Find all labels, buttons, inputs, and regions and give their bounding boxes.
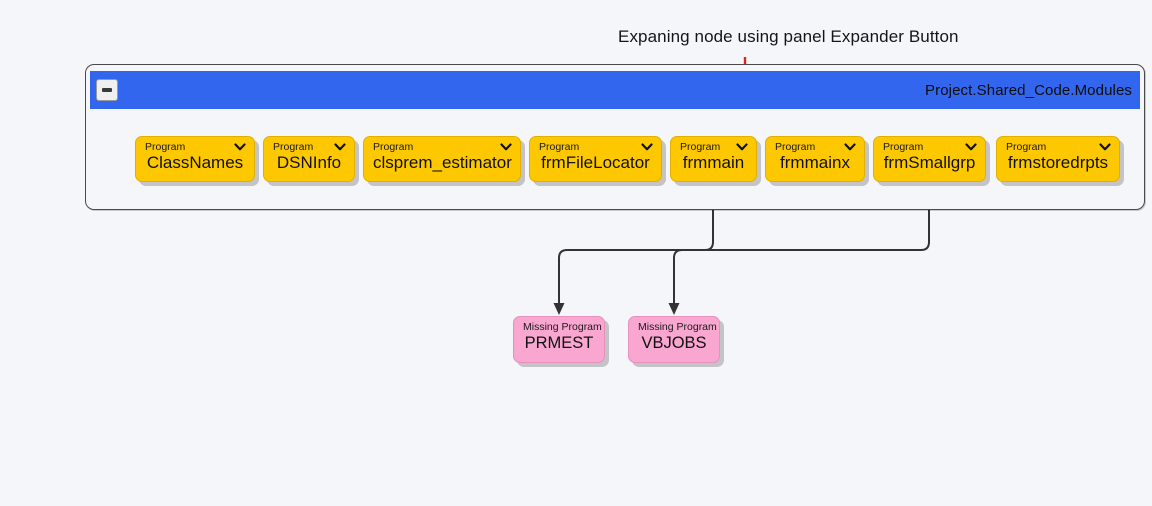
node-type-label: Program [1006, 141, 1047, 153]
node-name-label: frmmain [682, 153, 745, 172]
chevron-down-icon[interactable] [234, 141, 246, 153]
annotation-label: Expaning node using panel Expander Butto… [618, 27, 959, 46]
chevron-down-icon[interactable] [844, 141, 856, 153]
node-type-label: Program [273, 141, 314, 153]
node-type-label: Program [883, 141, 924, 153]
minus-icon [102, 88, 112, 92]
node-name-label: frmmainx [780, 153, 850, 172]
node-type-label: Program [373, 141, 414, 153]
node-type-label: Missing Program [523, 321, 602, 333]
chevron-down-icon[interactable] [965, 141, 977, 153]
chevron-down-icon[interactable] [334, 141, 346, 153]
node-name-label: DSNInfo [276, 153, 342, 172]
node-type-label: Program [775, 141, 816, 153]
panel-title: Project.Shared_Code.Modules [925, 81, 1132, 99]
node-name-label: frmstoredrpts [1007, 153, 1109, 172]
panel-header: Project.Shared_Code.Modules [90, 71, 1140, 109]
chevron-down-icon[interactable] [736, 141, 748, 153]
node-type-label: Missing Program [638, 321, 717, 333]
chevron-down-icon[interactable] [641, 141, 653, 153]
arrowhead-VBJOBS [668, 303, 680, 315]
node-type-label: Program [680, 141, 721, 153]
node-name-label: frmSmallgrp [883, 153, 976, 172]
node-type-label: Program [539, 141, 580, 153]
panel-expander-button[interactable] [96, 79, 118, 101]
arrowhead-PRMEST [553, 303, 565, 315]
node-name-label: VBJOBS [641, 334, 707, 352]
node-name-label: frmFileLocator [541, 153, 650, 172]
node-type-label: Program [145, 141, 186, 153]
node-name-label: clsprem_estimator [373, 153, 512, 172]
chevron-down-icon[interactable] [1099, 141, 1111, 153]
node-name-label: ClassNames [146, 153, 244, 172]
chevron-down-icon[interactable] [500, 141, 512, 153]
node-name-label: PRMEST [524, 334, 594, 352]
